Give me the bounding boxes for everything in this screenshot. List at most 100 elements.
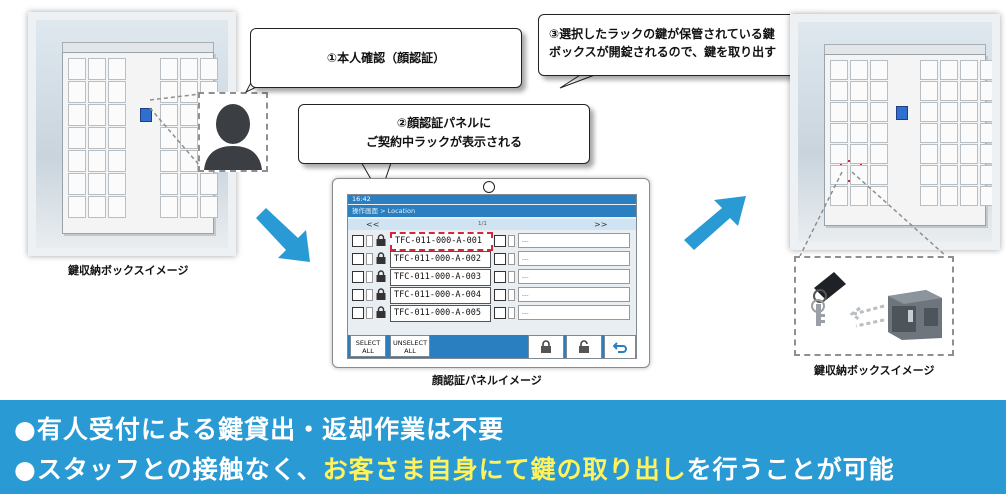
banner-line2-a: ●スタッフとの接触なく、: [14, 455, 323, 484]
row-checkbox-2[interactable]: [494, 235, 506, 247]
banner-line2: ●スタッフとの接触なく、お客さま自身にて鍵の取り出しを行うことが可能: [14, 450, 895, 486]
row-checkbox-2[interactable]: [494, 253, 506, 265]
rack-row-label: TFC-011-000-A-001: [390, 232, 493, 251]
row-checkbox-2[interactable]: [494, 271, 506, 283]
locker-cell: [830, 144, 848, 164]
row-checkbox[interactable]: [352, 271, 364, 283]
select-all-label-1: SELECT: [355, 339, 381, 347]
face-auth-tablet: 16:42 操作画面 > Location << 1/1 >> TFC-011-…: [332, 178, 650, 368]
rack-row[interactable]: TFC-011-000-A-004 ---: [348, 286, 636, 304]
select-all-label-2: ALL: [362, 347, 374, 355]
unlock-button[interactable]: [566, 335, 602, 358]
locker-cell: [960, 165, 978, 185]
locker-cell: [830, 123, 848, 143]
rack-row-label: TFC-011-000-A-004: [390, 287, 491, 304]
row-checkbox[interactable]: [352, 235, 364, 247]
locker-cell: [940, 81, 958, 101]
lock-open-icon: [579, 340, 589, 353]
pager-next-button[interactable]: >>: [594, 220, 608, 229]
locker-cell: [980, 81, 992, 101]
locker-cell: [940, 186, 958, 206]
locker-cell: [960, 102, 978, 122]
pager-prev-button[interactable]: <<: [366, 220, 380, 229]
locker-cell: [68, 81, 86, 103]
rack-row-value: ---: [518, 305, 630, 320]
rack-row-value: ---: [518, 251, 630, 266]
person-icon: [204, 104, 262, 170]
locker-cell: [940, 144, 958, 164]
rack-row[interactable]: TFC-011-000-A-003---: [348, 268, 636, 286]
locker-cell: [108, 150, 126, 172]
key-box-detail: [794, 256, 954, 356]
locker-cell: [870, 123, 888, 143]
status-time: 16:42: [352, 195, 371, 203]
select-all-button[interactable]: SELECT ALL: [350, 335, 386, 357]
bubble-step3: ③選択したラックの鍵が保管されている鍵 ボックスが開錠されるので、鍵を取り出す: [538, 14, 818, 76]
rack-row[interactable]: TFC-011-000-A-005---: [348, 304, 636, 322]
lock-icon: [376, 234, 386, 246]
locker-cell: [108, 58, 126, 80]
locker-cell: [920, 123, 938, 143]
row-marker: [366, 271, 373, 283]
locker-cell: [940, 102, 958, 122]
rack-row-value: ---: [518, 233, 630, 248]
locker-cell: [960, 81, 978, 101]
lock-icon: [376, 270, 386, 282]
pager-page: 1/1: [478, 221, 487, 227]
locker-cell: [88, 173, 106, 195]
lock-closed-icon: [541, 340, 551, 353]
row-checkbox-2[interactable]: [494, 307, 506, 319]
banner-line2-b: を行うことが可能: [686, 455, 895, 484]
row-checkbox[interactable]: [352, 253, 364, 265]
locker-image-right: [790, 14, 1000, 250]
caption-center: 顔認証パネルイメージ: [432, 374, 542, 387]
arrow-down-right-icon: [256, 208, 310, 262]
locker-cell: [160, 58, 178, 80]
unselect-all-button[interactable]: UNSELECT ALL: [390, 335, 430, 357]
row-marker: [366, 253, 373, 265]
locker-cell: [870, 81, 888, 101]
locker-cell: [180, 58, 198, 80]
row-marker: [366, 307, 373, 319]
locker-cell: [980, 144, 992, 164]
locker-cell: [920, 186, 938, 206]
locker-cell: [850, 186, 868, 206]
locker-cell: [830, 81, 848, 101]
rack-list: TFC-011-000-A-001---TFC-011-000-A-002---…: [348, 232, 636, 324]
bottom-toolbar: SELECT ALL UNSELECT ALL: [348, 335, 636, 358]
locker-cell: [960, 123, 978, 143]
bubble-step2-line2: ご契約中ラックが表示される: [365, 135, 522, 149]
locker-cell: [108, 81, 126, 103]
locker-cell: [960, 186, 978, 206]
pager: << 1/1 >>: [348, 219, 636, 230]
locker-cell: [200, 196, 218, 218]
caption-right: 鍵収納ボックスイメージ: [814, 364, 935, 377]
rack-row-value: ---: [518, 287, 630, 302]
locker-cell: [68, 173, 86, 195]
locker-cell: [88, 58, 106, 80]
unselect-all-label-2: ALL: [404, 347, 416, 355]
locker-cell: [200, 173, 218, 195]
camera-icon: [483, 181, 495, 193]
lock-icon: [376, 252, 386, 264]
rack-row-label: TFC-011-000-A-003: [390, 269, 491, 286]
banner-line1: ●有人受付による鍵貸出・返却作業は不要: [14, 415, 505, 444]
screen-header: 操作画面 > Location: [348, 205, 636, 217]
locker-cell: [68, 58, 86, 80]
row-checkbox[interactable]: [352, 307, 364, 319]
locker-cell: [850, 60, 868, 80]
locker-cell: [180, 150, 198, 172]
dashed-arrows-icon: [849, 304, 885, 328]
row-marker-2: [508, 253, 515, 265]
back-button[interactable]: [604, 335, 636, 358]
row-marker: [366, 235, 373, 247]
row-checkbox-2[interactable]: [494, 289, 506, 301]
lock-button[interactable]: [528, 335, 564, 358]
row-checkbox[interactable]: [352, 289, 364, 301]
rack-row[interactable]: TFC-011-000-A-002---: [348, 250, 636, 268]
bubble-step3-line2: ボックスが開錠されるので、鍵を取り出す: [549, 45, 777, 59]
rack-row[interactable]: TFC-011-000-A-001 ---: [348, 232, 636, 251]
locker-cell: [940, 60, 958, 80]
locker-cell: [108, 127, 126, 149]
locker-cell: [108, 104, 126, 126]
